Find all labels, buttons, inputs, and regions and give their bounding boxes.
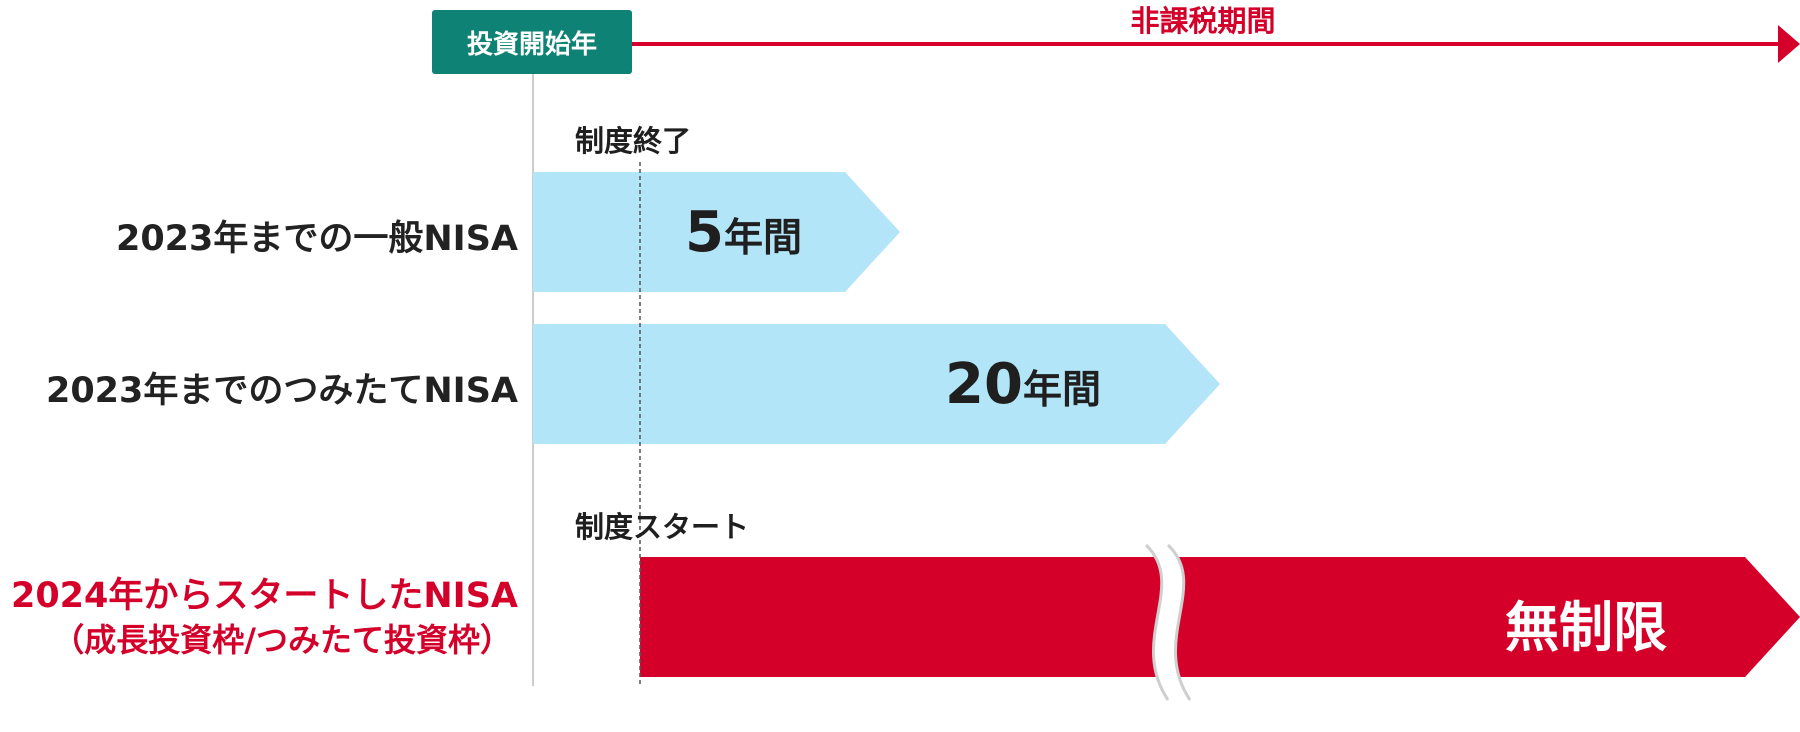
row-label-new-nisa-title: 2024年からスタートしたNISA <box>10 576 518 616</box>
row-label-tsumitate-nisa: 2023年までのつみたてNISA <box>45 371 518 411</box>
bar-tsumitate-nisa-duration: 20年間 <box>945 352 1101 417</box>
row-label-new-nisa: 2024年からスタートしたNISA （成長投資枠/つみたて投資枠） <box>11 574 518 662</box>
system-start-label: 制度スタート <box>575 510 750 544</box>
system-end-label: 制度終了 <box>575 124 692 158</box>
duration-unit: 年間 <box>723 216 802 261</box>
wavy-break-icon <box>1144 543 1192 701</box>
duration-unit: 年間 <box>1022 368 1101 413</box>
bar-general-nisa <box>533 172 900 292</box>
row-label-new-nisa-subtitle: （成長投資枠/つみたて投資枠） <box>52 621 512 659</box>
bar-new-nisa <box>640 557 1800 677</box>
investment-start-year-badge: 投資開始年 <box>432 10 632 74</box>
bar-tsumitate-nisa <box>533 324 1220 444</box>
arrow-right-icon <box>1778 25 1800 63</box>
bar-new-nisa-duration: 無制限 <box>1505 596 1667 659</box>
non-taxable-period-label: 非課税期間 <box>1130 4 1276 38</box>
duration-number: 5 <box>685 200 724 265</box>
row-label-general-nisa: 2023年までの一般NISA <box>115 219 518 259</box>
bar-general-nisa-duration: 5年間 <box>685 200 802 265</box>
duration-number: 20 <box>945 352 1023 417</box>
